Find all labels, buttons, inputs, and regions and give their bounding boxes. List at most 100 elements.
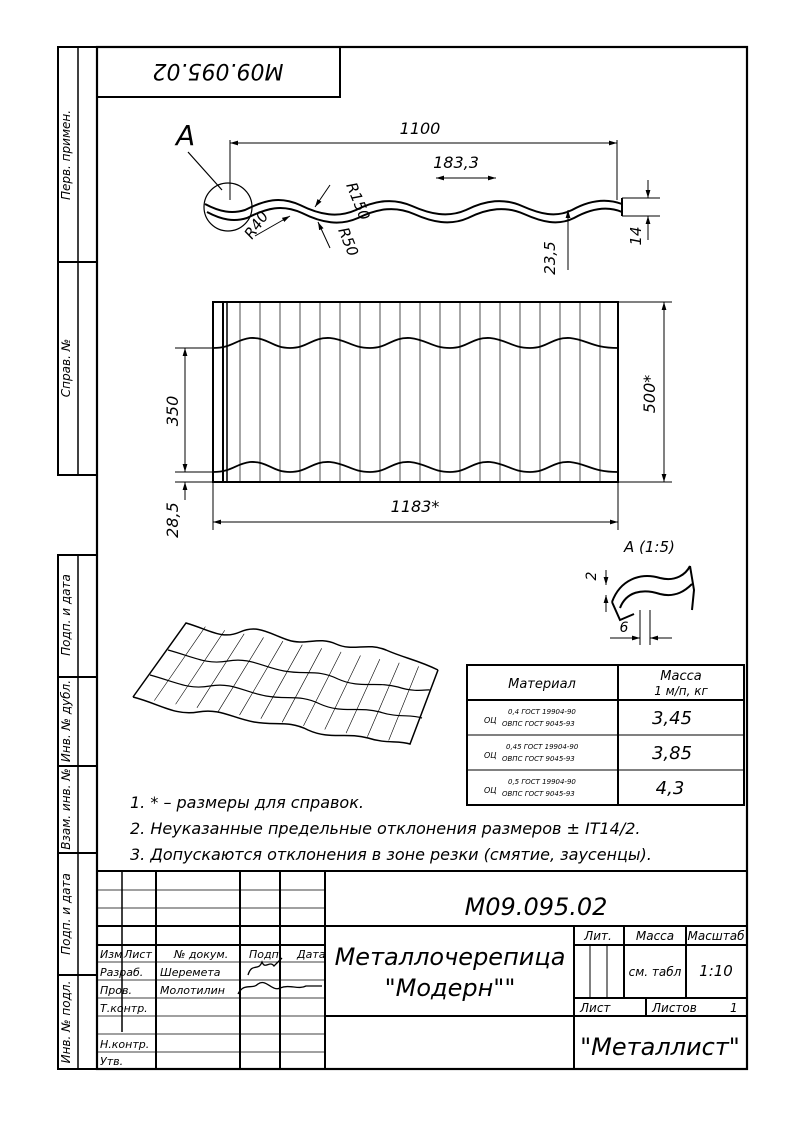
- notes: 1. * – размеры для справок. 2. Неуказанн…: [130, 793, 652, 864]
- tile-step-upper: [212, 337, 619, 349]
- sheet-label: Лист: [579, 1001, 611, 1015]
- dim-14: 14: [627, 226, 645, 245]
- dim-350: 350: [163, 396, 182, 427]
- plan-view: 350 28,5 500* 1183*: [163, 301, 672, 538]
- iso-rib-line: [388, 666, 419, 741]
- iso-rib-line: [260, 644, 303, 719]
- sprav-label: Справ. №: [59, 339, 73, 397]
- signature-razrab: [247, 957, 283, 976]
- lit-label: Лит.: [583, 929, 612, 943]
- iso-rib-line: [409, 669, 439, 745]
- col-podp: Подп.: [249, 948, 282, 961]
- side-strip-upper: Перв. примен. Справ. №: [57, 46, 98, 476]
- iso-rib-line: [367, 662, 400, 737]
- table-row-mass: 3,85: [652, 743, 692, 764]
- inv-dubl-label: Инв. № дубл.: [59, 680, 73, 762]
- profile-line-bottom: [206, 206, 623, 224]
- mass-table-header-mass-2: 1 м/п, кг: [654, 684, 708, 698]
- dim-28-5: 28,5: [163, 502, 182, 538]
- iso-rib-line: [217, 637, 264, 712]
- table-row-mass: 3,45: [652, 708, 692, 729]
- dim-23-5: 23,5: [541, 241, 559, 274]
- iso-rib-line: [239, 640, 284, 716]
- table-row-line2: ОВПС ГОСТ 9045-93: [502, 720, 575, 728]
- podp-data-label-1: Подп. и дата: [59, 574, 73, 656]
- detail-dim-2: 2: [584, 571, 600, 580]
- product-title-line1: Металлочерепица: [335, 943, 566, 971]
- mass-value: см. табл: [629, 965, 682, 979]
- title-block: М09.095.02 Металлочерепица "Модерн"" Изм…: [96, 870, 748, 1070]
- role-nkontr: Н.контр.: [100, 1038, 149, 1051]
- dim-r150: R150: [342, 180, 373, 223]
- col-list: Лист: [123, 948, 152, 961]
- scale-label: Масштаб: [687, 929, 745, 943]
- dim-r50: R50: [334, 225, 362, 259]
- inv-podl-label: Инв. № подл.: [59, 981, 73, 1064]
- table-row-prefix: ОЦ: [484, 786, 497, 795]
- podp-data-label-2: Подп. и дата: [59, 873, 73, 955]
- dim-1100: 1100: [400, 119, 441, 138]
- top-stamp: М09.095.02: [96, 46, 341, 98]
- note-2: 2. Неуказанные предельные отклонения раз…: [130, 819, 641, 838]
- profile-view: А 1100 183,3 R150 R40 R50 23,5 14: [174, 119, 660, 275]
- side-strip-lower: Подп. и дата Инв. № дубл. Взам. инв. № П…: [57, 554, 98, 1070]
- dim-r40: R40: [241, 208, 273, 243]
- mass-table: Материал Масса 1 м/п, кг ОЦ 0,4 ГОСТ 199…: [466, 664, 745, 806]
- iso-rib-line: [303, 651, 342, 727]
- detail-a: А (1:5) 2 6: [584, 538, 696, 645]
- view-marker-leader: [187, 151, 223, 191]
- view-marker-a: А: [174, 119, 195, 152]
- role-utv: Утв.: [100, 1055, 123, 1068]
- role-tkontr: Т.контр.: [100, 1002, 148, 1015]
- doc-number: М09.095.02: [465, 893, 608, 921]
- table-row-prefix: ОЦ: [484, 716, 497, 725]
- table-row-line1: 0,4 ГОСТ 19904-90: [508, 708, 576, 716]
- scale-value: 1:10: [699, 962, 733, 980]
- perv-primen-label: Перв. примен.: [59, 110, 73, 200]
- iso-rib-line: [175, 630, 226, 705]
- table-row-mass: 4,3: [656, 778, 685, 799]
- top-stamp-text: М09.095.02: [153, 58, 284, 83]
- profile-line-top: [204, 198, 623, 216]
- sheets-value: 1: [730, 1001, 738, 1015]
- role-razrab: Разраб.: [100, 966, 143, 979]
- tile-step-lower: [212, 461, 619, 473]
- table-row-line2: ОВПС ГОСТ 9045-93: [502, 790, 575, 798]
- detail-profile-1: [611, 565, 691, 603]
- dim-500: 500*: [640, 375, 659, 414]
- iso-rib-line: [324, 655, 361, 730]
- iso-rib-line: [154, 626, 206, 701]
- isometric-view: [132, 622, 439, 745]
- table-row-prefix: ОЦ: [484, 751, 497, 760]
- product-title-line2: "Модерн"": [385, 974, 516, 1002]
- iso-rib-line: [196, 633, 245, 709]
- note-1: 1. * – размеры для справок.: [130, 793, 364, 812]
- mass-table-header-material: Материал: [508, 677, 576, 692]
- iso-rib-line: [345, 659, 381, 734]
- table-row-line1: 0,45 ГОСТ 19904-90: [506, 743, 579, 751]
- dim-1183: 1183*: [391, 497, 440, 516]
- mass-label: Масса: [636, 929, 674, 943]
- detail-a-title: А (1:5): [623, 538, 675, 556]
- name-razrab: Шеремета: [160, 966, 221, 979]
- vzam-inv-label: Взам. инв. №: [59, 768, 73, 849]
- drawing-frame: [95, 45, 749, 1071]
- sheets-label: Листов: [651, 1001, 697, 1015]
- note-3: 3. Допускаются отклонения в зоне резки (…: [130, 845, 652, 864]
- name-prov: Молотилин: [160, 984, 225, 997]
- signature-prov: [237, 981, 322, 995]
- col-docum: № докум.: [173, 948, 228, 961]
- col-data: Дата: [296, 948, 326, 961]
- role-prov: Пров.: [100, 984, 132, 997]
- mass-table-header-mass-1: Масса: [660, 669, 701, 684]
- detail-dim-6: 6: [620, 620, 629, 636]
- iso-rib-line: [132, 622, 187, 698]
- table-row-line2: ОВПС ГОСТ 9045-93: [502, 755, 575, 763]
- company-name: "Металлист": [580, 1033, 740, 1061]
- iso-rib-line: [281, 648, 322, 723]
- col-izm: Изм: [100, 948, 122, 961]
- dim-pitch: 183,3: [433, 153, 479, 172]
- table-row-line1: 0,5 ГОСТ 19904-90: [508, 778, 576, 786]
- detail-profile-2: [619, 583, 693, 609]
